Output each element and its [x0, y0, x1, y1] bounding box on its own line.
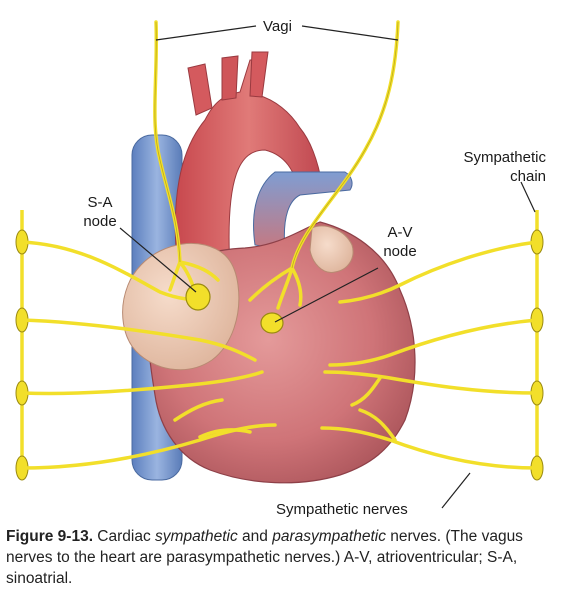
- sympathetic-chain-label-line2: chain: [510, 168, 546, 185]
- sympathetic-nerves-leader: [441, 472, 471, 509]
- pulmonary-trunk: [253, 171, 353, 251]
- av-node-label-line1: A-V: [387, 224, 412, 241]
- right-vagus-branch: [248, 266, 303, 310]
- figure-caption: Figure 9-13. Cardiac sympathetic and par…: [6, 526, 558, 589]
- leader-lines: [119, 181, 536, 509]
- sa-node-leader: [119, 227, 197, 293]
- sympathetic-chain-label-line1: Sympathetic: [463, 149, 546, 166]
- caption-italic-parasympathetic: parasympathetic: [272, 528, 386, 545]
- vagi-leader-lines: [155, 25, 399, 41]
- av-node-label-line2: node: [383, 243, 416, 260]
- left-sympathetic-chain: [15, 210, 29, 481]
- av-node: [260, 312, 284, 334]
- cardiac-innervation-diagram: Vagi S-A node A-V node Sympathetic chain…: [15, 18, 546, 518]
- left-atrial-appendage: [309, 225, 354, 273]
- vagus-nerve-outline: [154, 21, 399, 269]
- sympathetic-chain-leader: [520, 181, 536, 213]
- sa-node: [185, 283, 211, 311]
- figure-number: Figure 9-13.: [6, 528, 93, 545]
- aorta: [174, 51, 323, 271]
- caption-text-2: and: [237, 528, 273, 545]
- sympathetic-nerves-label: Sympathetic nerves: [276, 501, 408, 518]
- right-sympathetic-chain: [530, 210, 544, 481]
- sa-node-label-line1: S-A: [87, 194, 112, 211]
- av-node-leader: [274, 267, 379, 323]
- caption-text-1: Cardiac: [93, 528, 156, 545]
- caption-italic-sympathetic: sympathetic: [155, 528, 238, 545]
- sa-node-label-line2: node: [83, 213, 116, 230]
- vagi-label: Vagi: [263, 18, 292, 35]
- caption-text-3: nerves. (The vagus nerves to the heart a…: [6, 528, 523, 587]
